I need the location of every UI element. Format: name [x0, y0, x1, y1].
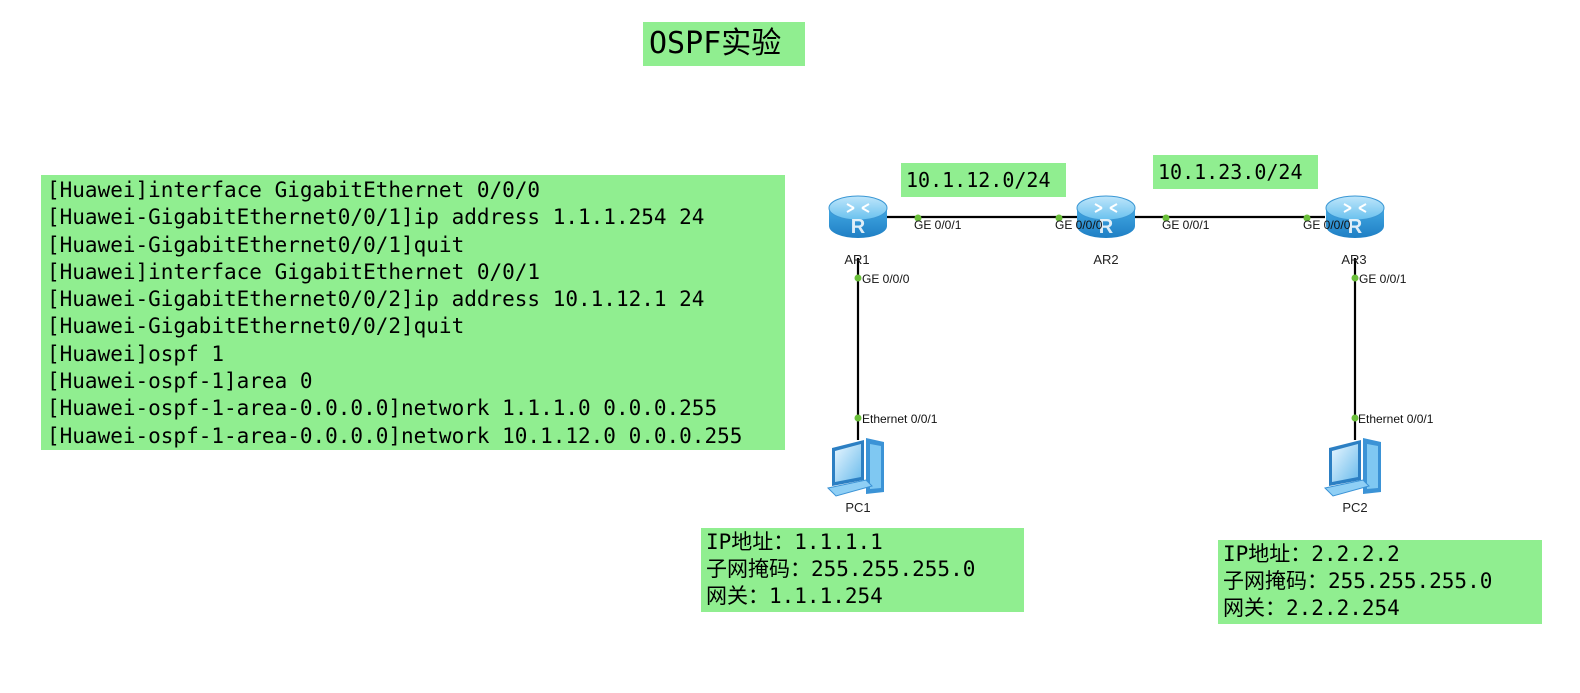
- pc2-ip-info: IP地址：2.2.2.2 子网掩码：255.255.255.0 网关：2.2.2…: [1218, 540, 1542, 624]
- pc2-ip-line: IP地址：2.2.2.2: [1223, 542, 1400, 566]
- config-line: [Huawei-GigabitEthernet0/0/1]ip address …: [47, 205, 705, 230]
- port-label: Ethernet 0/0/1: [1358, 412, 1434, 426]
- port-dot: [854, 414, 862, 422]
- port-label: GE 0/0/0: [1055, 218, 1103, 232]
- pc1-ip-info: IP地址：1.1.1.1 子网掩码：255.255.255.0 网关：1.1.1…: [701, 528, 1024, 612]
- config-line: [Huawei-GigabitEthernet0/0/2]ip address …: [47, 287, 705, 312]
- port-dot: [914, 214, 922, 222]
- config-line: [Huawei]interface GigabitEthernet 0/0/0: [47, 178, 541, 202]
- subnet-label-ar1-ar2: 10.1.12.0/24: [901, 163, 1066, 197]
- port-label: GE 0/0/0: [862, 272, 910, 286]
- diagram-title: OSPF实验: [643, 22, 805, 66]
- config-commands: [Huawei]interface GigabitEthernet 0/0/0 …: [41, 175, 785, 450]
- port-dot: [1162, 214, 1170, 222]
- pc1-mask-line: 子网掩码：255.255.255.0: [706, 557, 976, 581]
- port-label: GE 0/0/1: [1162, 218, 1210, 232]
- port-label: GE 0/0/0: [1303, 218, 1351, 232]
- config-line: [Huawei-GigabitEthernet0/0/1]quit: [47, 232, 465, 257]
- port-dot: [1351, 414, 1359, 422]
- router-icon[interactable]: [828, 195, 888, 239]
- config-line: [Huawei-ospf-1-area-0.0.0.0]network 10.1…: [47, 423, 743, 448]
- pc2-gateway-line: 网关：2.2.2.254: [1223, 596, 1400, 620]
- port-dot: [1351, 274, 1359, 282]
- pc-icon[interactable]: [827, 437, 885, 497]
- config-line: [Huawei]ospf 1: [47, 341, 225, 366]
- node-label-ar3: AR3: [1341, 252, 1366, 267]
- pc-icon[interactable]: [1324, 437, 1382, 497]
- port-label: GE 0/0/1: [1359, 272, 1407, 286]
- port-label: GE 0/0/1: [914, 218, 962, 232]
- config-line: [Huawei-ospf-1-area-0.0.0.0]network 1.1.…: [47, 396, 718, 421]
- config-line: [Huawei]interface GigabitEthernet 0/0/1: [47, 259, 541, 284]
- config-line: [Huawei-GigabitEthernet0/0/2]quit: [47, 314, 465, 339]
- pc1-gateway-line: 网关：1.1.1.254: [706, 584, 883, 608]
- node-label-pc1: PC1: [845, 500, 870, 515]
- node-label-ar1: AR1: [844, 252, 869, 267]
- node-label-pc2: PC2: [1342, 500, 1367, 515]
- pc2-mask-line: 子网掩码：255.255.255.0: [1223, 569, 1493, 593]
- port-dot: [1303, 214, 1311, 222]
- config-line: [Huawei-ospf-1]area 0: [47, 369, 313, 394]
- port-dot: [854, 274, 862, 282]
- subnet-label-ar2-ar3: 10.1.23.0/24: [1153, 155, 1318, 189]
- node-label-ar2: AR2: [1093, 252, 1118, 267]
- pc1-ip-line: IP地址：1.1.1.1: [706, 530, 883, 554]
- port-label: Ethernet 0/0/1: [862, 412, 938, 426]
- port-dot: [1055, 214, 1063, 222]
